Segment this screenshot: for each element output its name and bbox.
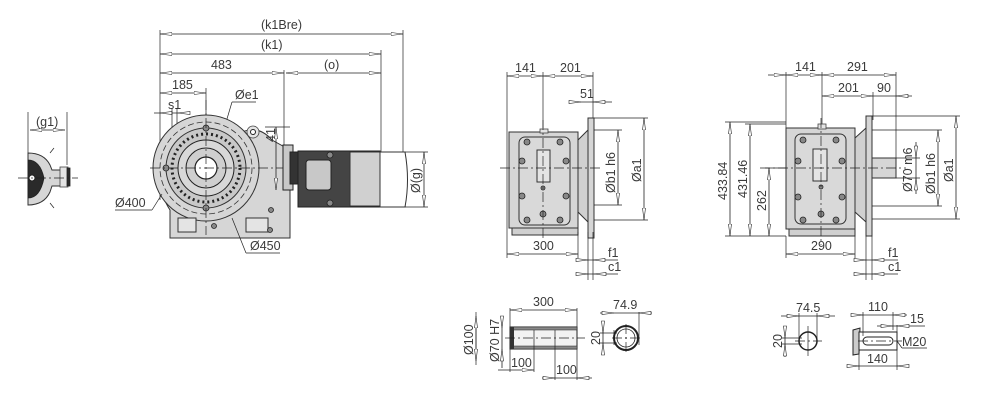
solid-dim-262: 262 — [755, 190, 769, 211]
main-view: (k1Bre) (k1) 483 (o) 185 s1 Øe1 — [115, 18, 428, 254]
c1-label: c1 — [608, 260, 621, 274]
dim-41: 41 — [264, 128, 278, 142]
solid-d70-label: Ø70 m6 — [901, 147, 915, 192]
dim-483: 483 — [211, 58, 232, 72]
d450-label: Ø450 — [250, 239, 281, 253]
solid-dim-140: 140 — [867, 352, 888, 366]
hollow-dim-100a: 100 — [511, 356, 532, 370]
hollow-shaft-detail: Ø100 Ø70 H7 300 100 100 74.9 — [462, 295, 652, 380]
solid-b1-label: Øb1 h6 — [924, 153, 938, 194]
front-view-solid: 141 291 201 90 433.84 — [716, 60, 960, 280]
solid-dim-290: 290 — [811, 239, 832, 253]
dim-51: 51 — [580, 87, 594, 101]
a1-label: Øa1 — [630, 158, 644, 182]
solid-shaft-detail: 74.5 20 110 15 M20 140 — [771, 300, 927, 370]
m20-label: M20 — [902, 335, 926, 349]
d70h7-label: Ø70 H7 — [488, 319, 502, 362]
k1-label: (k1) — [261, 38, 283, 52]
solid-dim-90: 90 — [877, 81, 891, 95]
s1-label: s1 — [168, 98, 181, 112]
side-view-left: (g1) — [18, 112, 78, 209]
hollow-dim-100b: 100 — [556, 363, 577, 377]
d400-label: Ø400 — [115, 196, 146, 210]
dim-185: 185 — [172, 78, 193, 92]
hollow-dim-749: 74.9 — [613, 298, 637, 312]
g-label: Ø(g) — [409, 168, 423, 193]
o-label: (o) — [324, 58, 339, 72]
solid-dim-291: 291 — [847, 60, 868, 74]
solid-dim-20: 20 — [771, 334, 785, 348]
solid-f1-label: f1 — [888, 246, 898, 260]
solid-dim-43146: 431.46 — [736, 160, 750, 198]
solid-c1-label: c1 — [888, 260, 901, 274]
solid-dim-15: 15 — [910, 312, 924, 326]
solid-dim-745: 74.5 — [796, 301, 820, 315]
front-view-hollow: 141 201 51 Øb1 h6 Øa1 — [500, 61, 648, 280]
solid-dim-43384: 433.84 — [716, 162, 730, 200]
solid-dim-201: 201 — [838, 81, 859, 95]
f1-label: f1 — [608, 246, 618, 260]
g1-label: (g1) — [36, 115, 58, 129]
hollow-dim-300: 300 — [533, 295, 554, 309]
solid-dim-141: 141 — [795, 60, 816, 74]
dim-141: 141 — [515, 61, 536, 75]
solid-dim-110: 110 — [868, 300, 888, 314]
dim-201: 201 — [560, 61, 581, 75]
solid-a1-label: Øa1 — [942, 158, 956, 182]
d100-label: Ø100 — [462, 324, 476, 355]
dim-300: 300 — [533, 239, 554, 253]
hollow-dim-20: 20 — [589, 331, 603, 345]
b1-label: Øb1 h6 — [604, 152, 618, 193]
e1-label: Øe1 — [235, 88, 259, 102]
k1bre-label: (k1Bre) — [261, 18, 302, 32]
